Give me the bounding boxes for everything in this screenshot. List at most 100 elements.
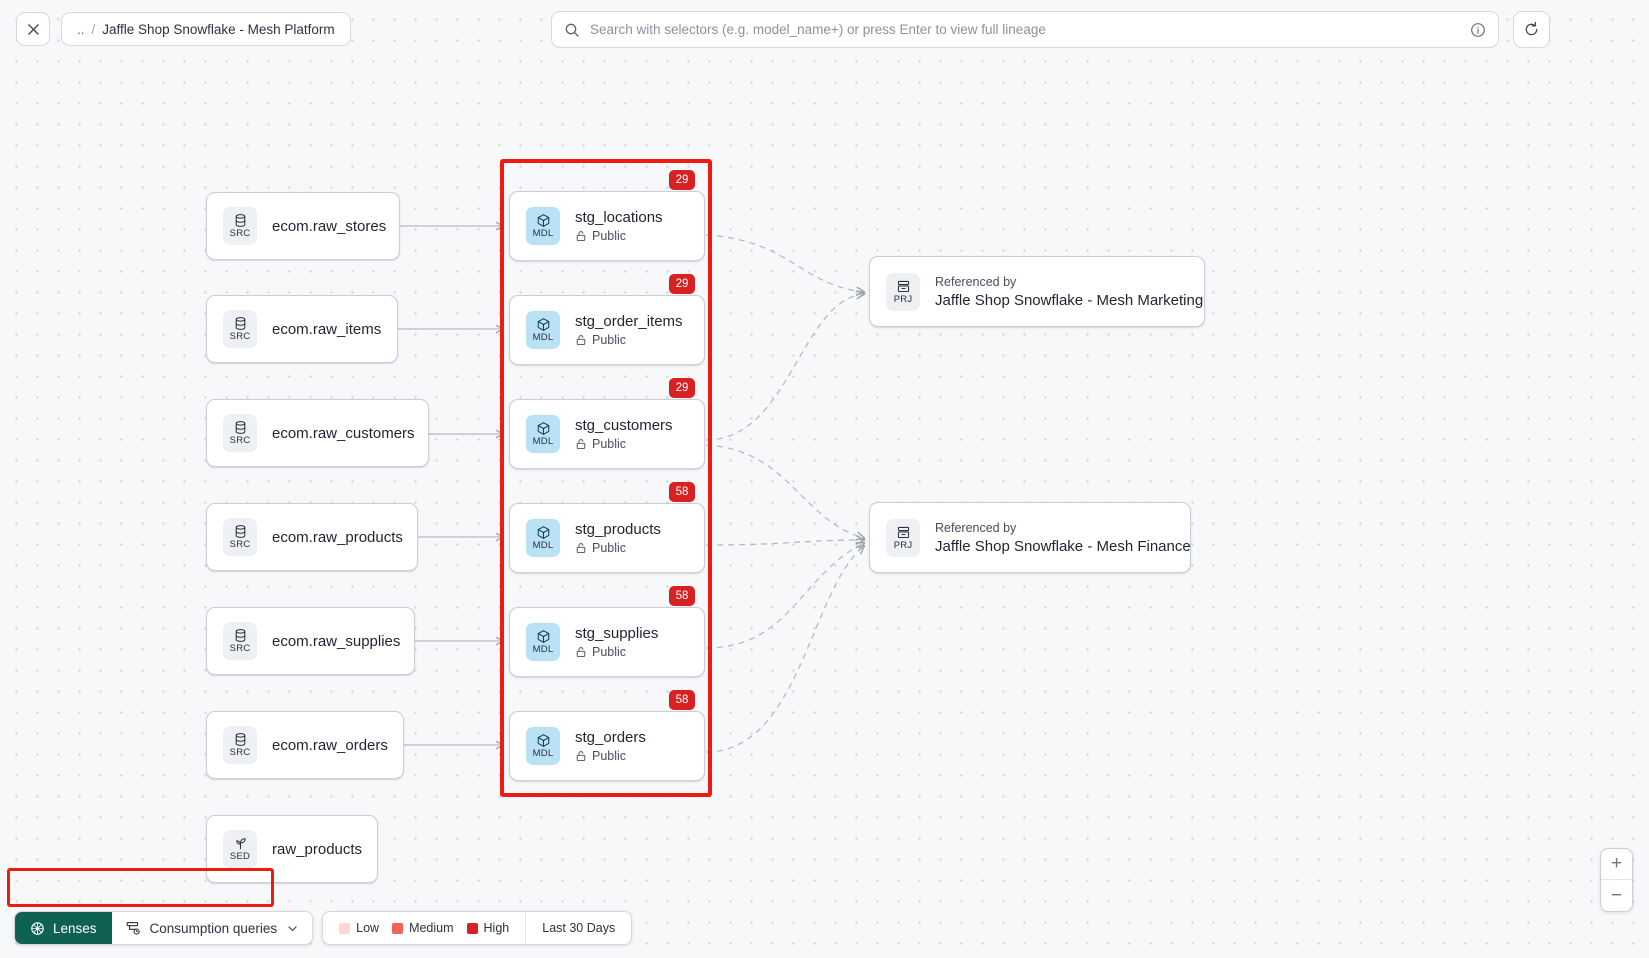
period-selector[interactable]: Last 30 Days <box>525 912 631 944</box>
type-chip-src: SRC <box>223 726 257 764</box>
type-chip-src: SRC <box>223 414 257 452</box>
search-icon <box>564 22 580 38</box>
zoom-out-button[interactable]: − <box>1601 880 1632 911</box>
node-badge-3[interactable]: 58 <box>669 482 695 502</box>
bottom-toolbar: Lenses Consumption queries Low <box>14 911 632 945</box>
node-body: stg_order_items Public <box>575 313 683 347</box>
lock-icon <box>575 750 587 762</box>
type-chip-label: SED <box>230 852 250 862</box>
node-body: ecom.raw_customers <box>272 425 412 442</box>
consumption-queries-label: Consumption queries <box>150 921 278 936</box>
search-bar[interactable] <box>551 11 1499 48</box>
node-title: stg_locations <box>575 209 663 226</box>
legend-items: Low Medium High <box>323 912 525 944</box>
lenses-button[interactable]: Lenses <box>15 912 112 944</box>
cube-icon <box>536 629 551 644</box>
node-title: stg_customers <box>575 417 673 434</box>
node-badge-5[interactable]: 58 <box>669 690 695 710</box>
node-badge-0[interactable]: 29 <box>669 170 695 190</box>
node-model-3[interactable]: MDL stg_products Public <box>509 503 705 573</box>
zoom-in-button[interactable]: + <box>1601 849 1632 880</box>
database-icon <box>233 628 248 643</box>
type-chip-mdl: MDL <box>526 519 560 557</box>
node-model-4[interactable]: MDL stg_supplies Public <box>509 607 705 677</box>
node-source-5[interactable]: SRC ecom.raw_orders <box>206 711 404 779</box>
type-chip-label: SRC <box>230 748 251 758</box>
node-access-label: Public <box>592 229 626 243</box>
project-icon <box>896 525 911 540</box>
consumption-queries-dropdown[interactable]: Consumption queries <box>112 912 313 944</box>
cube-icon <box>536 525 551 540</box>
breadcrumb[interactable]: .. / Jaffle Shop Snowflake - Mesh Platfo… <box>61 12 351 46</box>
node-model-1[interactable]: MDL stg_order_items Public <box>509 295 705 365</box>
node-source-4[interactable]: SRC ecom.raw_supplies <box>206 607 415 675</box>
node-access: Public <box>575 229 663 243</box>
lock-icon <box>575 230 587 242</box>
refresh-icon <box>1523 21 1540 38</box>
zoom-controls: + − <box>1600 848 1633 912</box>
type-chip-label: SRC <box>230 540 251 550</box>
node-body: stg_supplies Public <box>575 625 658 659</box>
type-chip-src: SRC <box>223 622 257 660</box>
lock-icon <box>575 646 587 658</box>
info-icon[interactable] <box>1470 22 1486 38</box>
type-chip-label: MDL <box>533 749 554 759</box>
database-icon <box>233 213 248 228</box>
node-title: Jaffle Shop Snowflake - Mesh Finance <box>935 538 1174 555</box>
node-source-3[interactable]: SRC ecom.raw_products <box>206 503 418 571</box>
node-project-0[interactable]: PRJ Referenced by Jaffle Shop Snowflake … <box>869 256 1205 327</box>
node-model-2[interactable]: MDL stg_customers Public <box>509 399 705 469</box>
node-title: ecom.raw_supplies <box>272 633 398 650</box>
node-badge-4[interactable]: 58 <box>669 586 695 606</box>
node-title: stg_supplies <box>575 625 658 642</box>
node-body: Referenced by Jaffle Shop Snowflake - Me… <box>935 275 1188 309</box>
node-model-0[interactable]: MDL stg_locations Public <box>509 191 705 261</box>
type-chip-mdl: MDL <box>526 311 560 349</box>
node-project-1[interactable]: PRJ Referenced by Jaffle Shop Snowflake … <box>869 502 1191 573</box>
type-chip-src: SRC <box>223 518 257 556</box>
node-body: ecom.raw_products <box>272 529 401 546</box>
node-source-2[interactable]: SRC ecom.raw_customers <box>206 399 429 467</box>
type-chip-label: MDL <box>533 229 554 239</box>
type-chip-mdl: MDL <box>526 727 560 765</box>
type-chip-label: MDL <box>533 541 554 551</box>
legend-group: Low Medium High Last 30 Days <box>322 911 632 945</box>
node-body: stg_products Public <box>575 521 661 555</box>
database-icon <box>233 524 248 539</box>
node-title: ecom.raw_customers <box>272 425 412 442</box>
node-badge-1[interactable]: 29 <box>669 274 695 294</box>
node-access-label: Public <box>592 333 626 347</box>
node-title: ecom.raw_products <box>272 529 401 546</box>
node-source-1[interactable]: SRC ecom.raw_items <box>206 295 398 363</box>
close-button[interactable] <box>16 12 50 46</box>
type-chip-sed: SED <box>223 830 257 868</box>
node-kicker: Referenced by <box>935 521 1174 535</box>
type-chip-label: MDL <box>533 437 554 447</box>
cube-icon <box>536 213 551 228</box>
type-chip-mdl: MDL <box>526 207 560 245</box>
search-input[interactable] <box>590 22 1460 37</box>
node-title: stg_products <box>575 521 661 538</box>
lenses-group: Lenses Consumption queries <box>14 911 313 945</box>
type-chip-label: PRJ <box>894 295 913 305</box>
legend-swatch-medium <box>392 923 403 934</box>
node-title: stg_orders <box>575 729 646 746</box>
node-model-5[interactable]: MDL stg_orders Public <box>509 711 705 781</box>
node-source-6[interactable]: SED raw_products <box>206 815 378 883</box>
legend-label-high: High <box>484 921 510 935</box>
type-chip-label: PRJ <box>894 541 913 551</box>
node-kicker: Referenced by <box>935 275 1188 289</box>
legend-swatch-low <box>339 923 350 934</box>
refresh-button[interactable] <box>1513 11 1550 48</box>
legend-item-low: Low <box>339 921 379 935</box>
database-icon <box>233 316 248 331</box>
breadcrumb-parent[interactable]: .. <box>77 22 85 37</box>
node-access: Public <box>575 645 658 659</box>
node-source-0[interactable]: SRC ecom.raw_stores <box>206 192 400 260</box>
top-bar: .. / Jaffle Shop Snowflake - Mesh Platfo… <box>0 0 1649 59</box>
node-body: ecom.raw_orders <box>272 737 387 754</box>
node-badge-2[interactable]: 29 <box>669 378 695 398</box>
node-body: stg_orders Public <box>575 729 646 763</box>
type-chip-src: SRC <box>223 207 257 245</box>
node-access: Public <box>575 437 673 451</box>
